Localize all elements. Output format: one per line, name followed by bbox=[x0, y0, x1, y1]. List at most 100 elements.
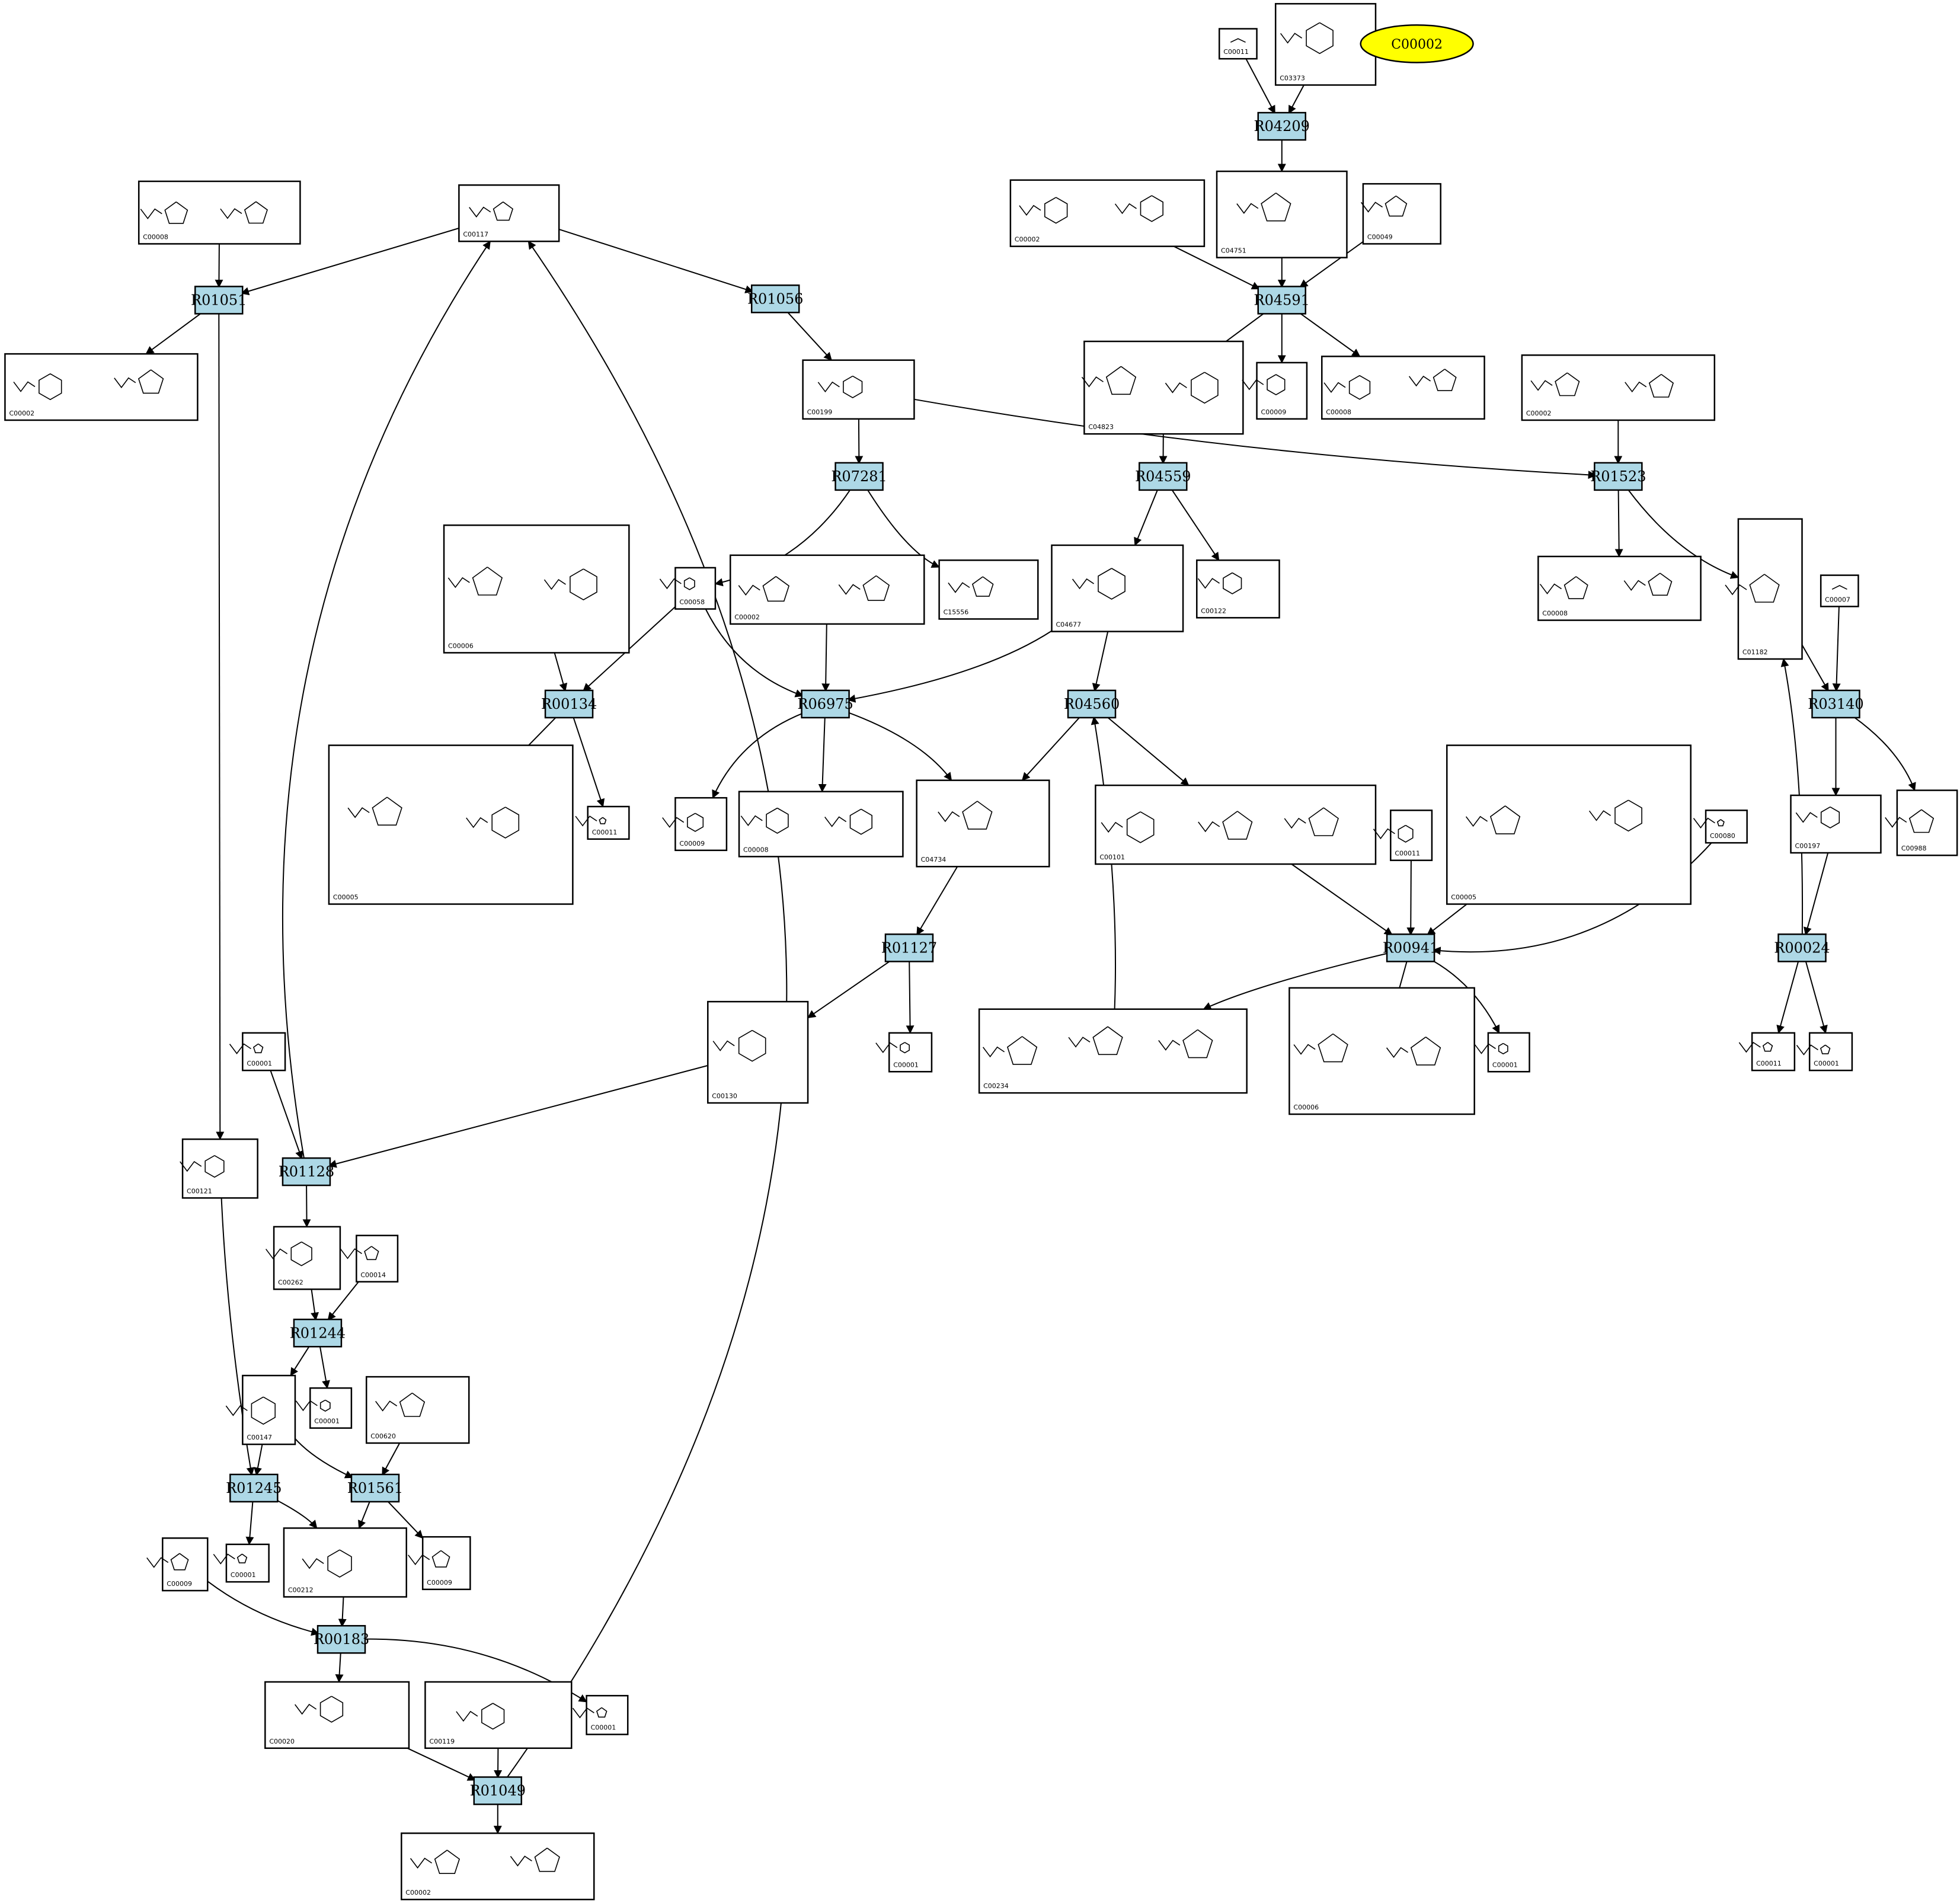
compound-label: C00130 bbox=[712, 1092, 737, 1100]
compound-node-C00011[interactable]: C00011 bbox=[575, 805, 630, 840]
reaction-node-R00024[interactable]: R00024 bbox=[1774, 933, 1830, 962]
compound-box bbox=[1737, 518, 1803, 660]
compound-node-C00001[interactable]: C00001 bbox=[572, 1694, 629, 1735]
compound-node-C00002[interactable]: C00002 bbox=[1521, 354, 1716, 421]
compound-node-C00002[interactable]: C00002 bbox=[401, 1832, 595, 1901]
compound-node-C00001[interactable]: C00001 bbox=[213, 1543, 270, 1583]
compound-node-C00001[interactable]: C00001 bbox=[229, 1032, 286, 1072]
compound-node-C00122[interactable]: C00122 bbox=[1196, 559, 1280, 619]
reaction-node-R01128[interactable]: R01128 bbox=[279, 1157, 334, 1186]
compound-label: C03373 bbox=[1280, 74, 1305, 82]
compound-node-C00002[interactable]: C00002 bbox=[4, 353, 199, 421]
reaction-label: R04560 bbox=[1064, 696, 1120, 712]
compound-node-C00234[interactable]: C00234 bbox=[978, 1008, 1248, 1094]
reaction-node-R00134[interactable]: R00134 bbox=[541, 689, 597, 719]
compound-node-C00009[interactable]: C00009 bbox=[146, 1537, 209, 1592]
compound-node-C00199[interactable]: C00199 bbox=[802, 359, 915, 420]
reaction-node-R04209[interactable]: R04209 bbox=[1254, 111, 1310, 141]
compound-node-C04734[interactable]: C04734 bbox=[916, 779, 1050, 868]
compound-node-C00007[interactable]: C00007 bbox=[1820, 574, 1859, 607]
reaction-node-R01127[interactable]: R01127 bbox=[881, 933, 937, 962]
ring-glyph bbox=[431, 1550, 450, 1568]
compound-node-C00101[interactable]: C00101 bbox=[1095, 784, 1377, 865]
edge-R01245-c212 bbox=[276, 1499, 318, 1529]
compound-node-C00008[interactable]: C00008 bbox=[738, 791, 904, 858]
compound-node-C00008[interactable]: C00008 bbox=[1321, 356, 1485, 420]
compound-node-C00009[interactable]: C00009 bbox=[1242, 362, 1308, 420]
compound-box bbox=[674, 567, 717, 610]
compound-node-C00147[interactable]: C00147 bbox=[225, 1374, 296, 1445]
reaction-node-R03140[interactable]: R03140 bbox=[1808, 689, 1864, 719]
compound-node-C00001[interactable]: C00001 bbox=[875, 1032, 933, 1073]
compound-node-C00262[interactable]: C00262 bbox=[266, 1226, 341, 1290]
compound-node-C00011[interactable]: C00011 bbox=[1738, 1032, 1796, 1072]
ring-glyph bbox=[596, 1707, 607, 1718]
reaction-node-R01244[interactable]: R01244 bbox=[290, 1319, 346, 1348]
compound-node-C00049[interactable]: C00049 bbox=[1360, 183, 1441, 245]
reaction-node-R01245[interactable]: R01245 bbox=[226, 1473, 282, 1503]
reaction-label: R00134 bbox=[541, 696, 597, 712]
compound-node-C00008[interactable]: C00008 bbox=[1537, 555, 1702, 621]
compound-node-C15556[interactable]: C15556 bbox=[938, 559, 1039, 620]
compound-node-C00008[interactable]: C00008 bbox=[138, 180, 301, 245]
compound-node-C00620[interactable]: C00620 bbox=[365, 1376, 470, 1444]
compound-node-C00988[interactable]: C00988 bbox=[1885, 789, 1958, 856]
ring-glyph bbox=[39, 373, 62, 401]
edge-c49-R04591 bbox=[1299, 241, 1364, 288]
reaction-node-R04560[interactable]: R04560 bbox=[1064, 689, 1120, 719]
reaction-node-R00183[interactable]: R00183 bbox=[314, 1624, 369, 1654]
compound-node-C00009[interactable]: C00009 bbox=[662, 797, 728, 852]
reaction-node-R01051[interactable]: R01051 bbox=[191, 286, 247, 315]
compound-node-C00020[interactable]: C00020 bbox=[264, 1681, 410, 1750]
reaction-node-R00941[interactable]: R00941 bbox=[1383, 933, 1438, 962]
compound-node-C04823[interactable]: C04823 bbox=[1081, 340, 1244, 435]
edge-R01051-c121 bbox=[216, 313, 225, 1140]
compound-label: C00006 bbox=[1293, 1104, 1319, 1111]
compound-node-C00011[interactable]: C00011 bbox=[1373, 810, 1433, 861]
compound-node-C00119[interactable]: C00119 bbox=[424, 1681, 573, 1750]
reaction-node-R04591[interactable]: R04591 bbox=[1254, 286, 1310, 315]
compound-node-C00006[interactable]: C00006 bbox=[1288, 987, 1475, 1115]
compound-label: C00009 bbox=[427, 1579, 452, 1587]
compound-node-C00002[interactable]: C00002 bbox=[729, 554, 925, 625]
compound-box bbox=[458, 184, 560, 242]
edge-R00024-c11d bbox=[1776, 961, 1799, 1034]
compound-node-C03373[interactable]: C03373 bbox=[1274, 3, 1377, 86]
compound-node-C00001[interactable]: C00001 bbox=[1473, 1032, 1530, 1073]
reaction-node-R01523[interactable]: R01523 bbox=[1590, 462, 1646, 491]
edge-c234-R04560 bbox=[1091, 716, 1117, 1009]
compound-node-C04751[interactable]: C04751 bbox=[1216, 170, 1348, 258]
compound-node-C00006[interactable]: C00006 bbox=[443, 524, 630, 654]
compound-node-C00117[interactable]: C00117 bbox=[458, 184, 560, 242]
edge-R01244-c147 bbox=[290, 1345, 310, 1377]
reaction-node-R01056[interactable]: R01056 bbox=[747, 284, 803, 314]
edge-c4734-R01127 bbox=[916, 866, 958, 936]
reaction-node-R04559[interactable]: R04559 bbox=[1135, 462, 1191, 491]
compound-node-C00001[interactable]: C00001 bbox=[295, 1387, 353, 1429]
compound-node-C00014[interactable]: C00014 bbox=[340, 1234, 399, 1282]
reaction-node-R01049[interactable]: R01049 bbox=[470, 1776, 526, 1805]
compound-box bbox=[978, 1008, 1248, 1094]
compound-node-C00011[interactable]: C00011 bbox=[1219, 28, 1258, 60]
compound-node-C00197[interactable]: C00197 bbox=[1790, 794, 1882, 854]
edge-R06975-c4734 bbox=[848, 712, 952, 781]
compound-node-C00002[interactable]: C00002 bbox=[1009, 179, 1206, 247]
compound-node-C00212[interactable]: C00212 bbox=[283, 1527, 407, 1598]
ring-glyph bbox=[372, 797, 402, 826]
compound-node-C01182[interactable]: C01182 bbox=[1725, 518, 1803, 660]
compound-node-C04677[interactable]: C04677 bbox=[1051, 544, 1184, 632]
compound-node-C00130[interactable]: C00130 bbox=[707, 1000, 809, 1104]
compound-node-C00005[interactable]: C00005 bbox=[1446, 744, 1692, 905]
compound-node-C00121[interactable]: C00121 bbox=[180, 1138, 258, 1199]
compound-node-C00009[interactable]: C00009 bbox=[408, 1536, 471, 1591]
reaction-node-R07281[interactable]: R07281 bbox=[831, 462, 887, 491]
compound-node-C00080[interactable]: C00080 bbox=[1693, 810, 1748, 844]
compound-node-C00005[interactable]: C00005 bbox=[328, 744, 574, 905]
reaction-node-R01561[interactable]: R01561 bbox=[347, 1473, 403, 1503]
compound-node-C00058[interactable]: C00058 bbox=[659, 567, 717, 610]
compound-label: C00002 bbox=[9, 410, 34, 417]
highlight-node[interactable]: C00002 bbox=[1360, 24, 1474, 63]
reaction-node-R06975[interactable]: R06975 bbox=[797, 689, 853, 719]
edge-c2a-R04591 bbox=[1174, 245, 1261, 290]
compound-node-C00001[interactable]: C00001 bbox=[1796, 1032, 1853, 1072]
